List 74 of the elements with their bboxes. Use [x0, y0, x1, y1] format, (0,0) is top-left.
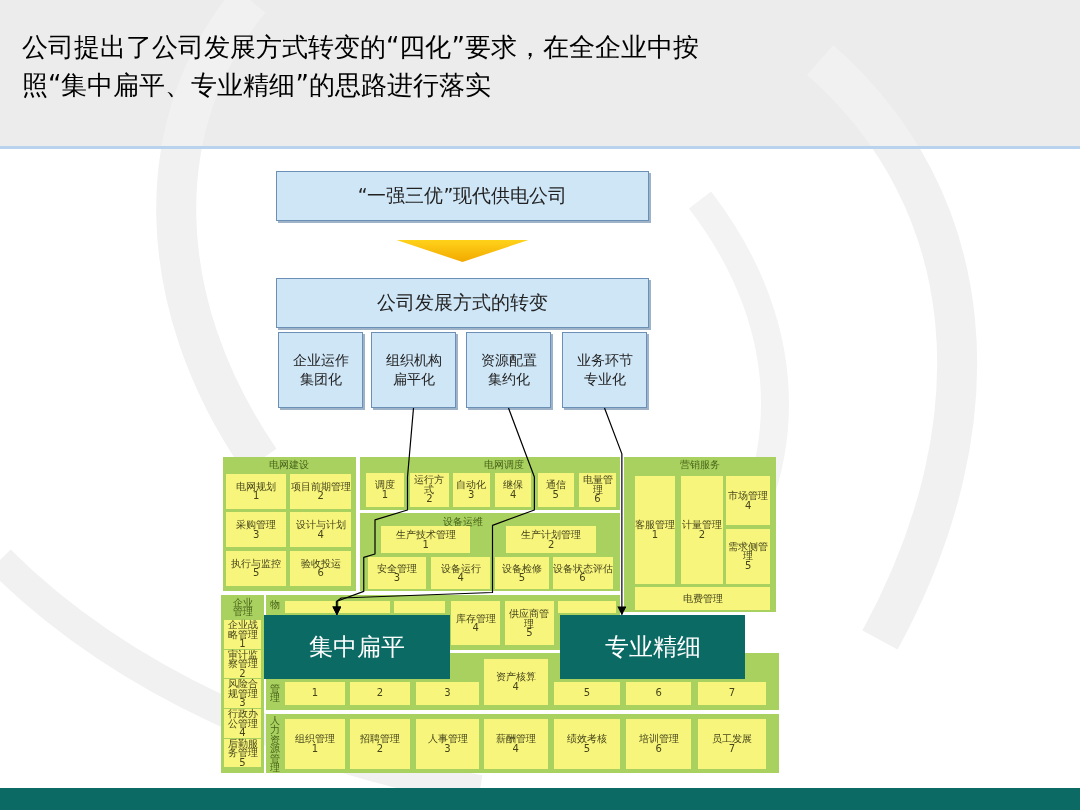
- function-cell: 采购管理 3: [226, 512, 287, 548]
- panel-heading: 设备运维: [441, 516, 484, 527]
- function-cell: 行政办公管理 4: [223, 709, 262, 738]
- group-panel: [266, 713, 779, 773]
- group-panel: [360, 457, 620, 510]
- function-cell: 后勤服务管理 5: [223, 738, 262, 768]
- function-cell: 员工发展 7: [697, 719, 767, 769]
- group-panel: [222, 457, 357, 592]
- function-cell: 通信 5: [537, 472, 574, 507]
- function-cell: 风险合规管理 3: [223, 679, 262, 708]
- function-cell: 设备状态评估 6: [552, 557, 613, 590]
- function-cell: 执行与监控 5: [226, 550, 287, 586]
- panel-heading: 物: [269, 600, 281, 610]
- function-cell: 7: [697, 681, 767, 705]
- function-cell: 6: [626, 681, 692, 705]
- panel-heading: 电网建设: [268, 460, 311, 470]
- function-cell: 绩效考核 5: [553, 719, 620, 769]
- function-cell: 调度 1: [366, 472, 404, 507]
- function-cell: 组织管理 1: [285, 719, 345, 769]
- heading-box: “一强三优”现代供电公司: [276, 171, 649, 221]
- highlight-box: 集中扁平: [263, 614, 450, 680]
- slide-title: 公司提出了公司发展方式转变的“四化”要求，在全企业中按照“集中扁平、专业精细”的思路进行落实: [22, 31, 700, 102]
- principle-box: 企业运作集团化: [278, 332, 363, 408]
- function-cell: 计量管理 2: [681, 475, 723, 584]
- function-cell: 项目前期管理 2: [290, 473, 352, 509]
- function-cell: 培训管理 6: [626, 719, 692, 769]
- function-cell: 1: [285, 681, 345, 705]
- function-cell: 设备检修 5: [495, 557, 549, 590]
- arrow: [603, 407, 627, 616]
- blank-cell: [393, 601, 445, 614]
- function-cell: 继保 4: [495, 472, 532, 507]
- function-cell: 验收投运 6: [290, 550, 352, 586]
- heading-box: 公司发展方式的转变: [276, 278, 649, 328]
- function-cell: 生产计划管理 2: [506, 526, 597, 553]
- function-cell: 5: [553, 681, 620, 705]
- function-cell: 招聘管理 2: [350, 719, 410, 769]
- chevron-arrow: [396, 240, 529, 262]
- panel-heading: 人力资源管理: [269, 715, 281, 773]
- highlight-box: 专业精细: [560, 614, 745, 680]
- panel-heading: 营销服务: [679, 460, 721, 470]
- function-cell: 客服管理 1: [635, 475, 675, 584]
- blank-cell: [338, 601, 390, 614]
- function-cell: 运行方式 2: [410, 472, 449, 507]
- principle-box: 业务环节专业化: [562, 332, 647, 408]
- function-cell: 设计与计划 4: [290, 512, 352, 548]
- arrow: [332, 407, 535, 616]
- function-cell: 3: [416, 681, 479, 705]
- function-cell: 审计监察管理 2: [223, 649, 262, 679]
- panel-heading: 管理: [269, 683, 281, 703]
- function-cell: 需求侧管理 5: [726, 528, 770, 584]
- blank-cell: [285, 601, 335, 614]
- group-panel: [623, 457, 777, 613]
- function-cell: 库存管理 4: [451, 601, 500, 646]
- function-cell: 资产核算 4: [483, 658, 548, 705]
- panel-heading: 企业管理: [231, 598, 254, 617]
- function-cell: 电网规划 1: [226, 473, 287, 509]
- group-panel: [360, 513, 620, 592]
- function-cell: 自动化 3: [452, 472, 490, 507]
- principle-box: 组织机构扁平化: [371, 332, 456, 408]
- function-cell: 供应商管理 5: [505, 601, 554, 646]
- function-cell: 电量管理 6: [578, 472, 617, 507]
- group-panel: [221, 594, 264, 773]
- function-cell: 2: [350, 681, 410, 705]
- function-cell: 薪酬管理 4: [483, 719, 548, 769]
- principle-box: 资源配置集约化: [466, 332, 551, 408]
- function-cell: 安全管理 3: [367, 557, 427, 590]
- panel-heading: 电网调度: [482, 460, 525, 470]
- function-cell: 设备运行 4: [431, 557, 490, 590]
- function-cell: 市场管理 4: [726, 475, 770, 526]
- function-cell: 人事管理 3: [416, 719, 479, 769]
- function-cell: 电费管理: [635, 587, 770, 611]
- function-cell: 企业战略管理 1: [223, 620, 262, 649]
- function-cell: 生产技术管理 1: [381, 526, 470, 553]
- blank-cell: [557, 601, 617, 614]
